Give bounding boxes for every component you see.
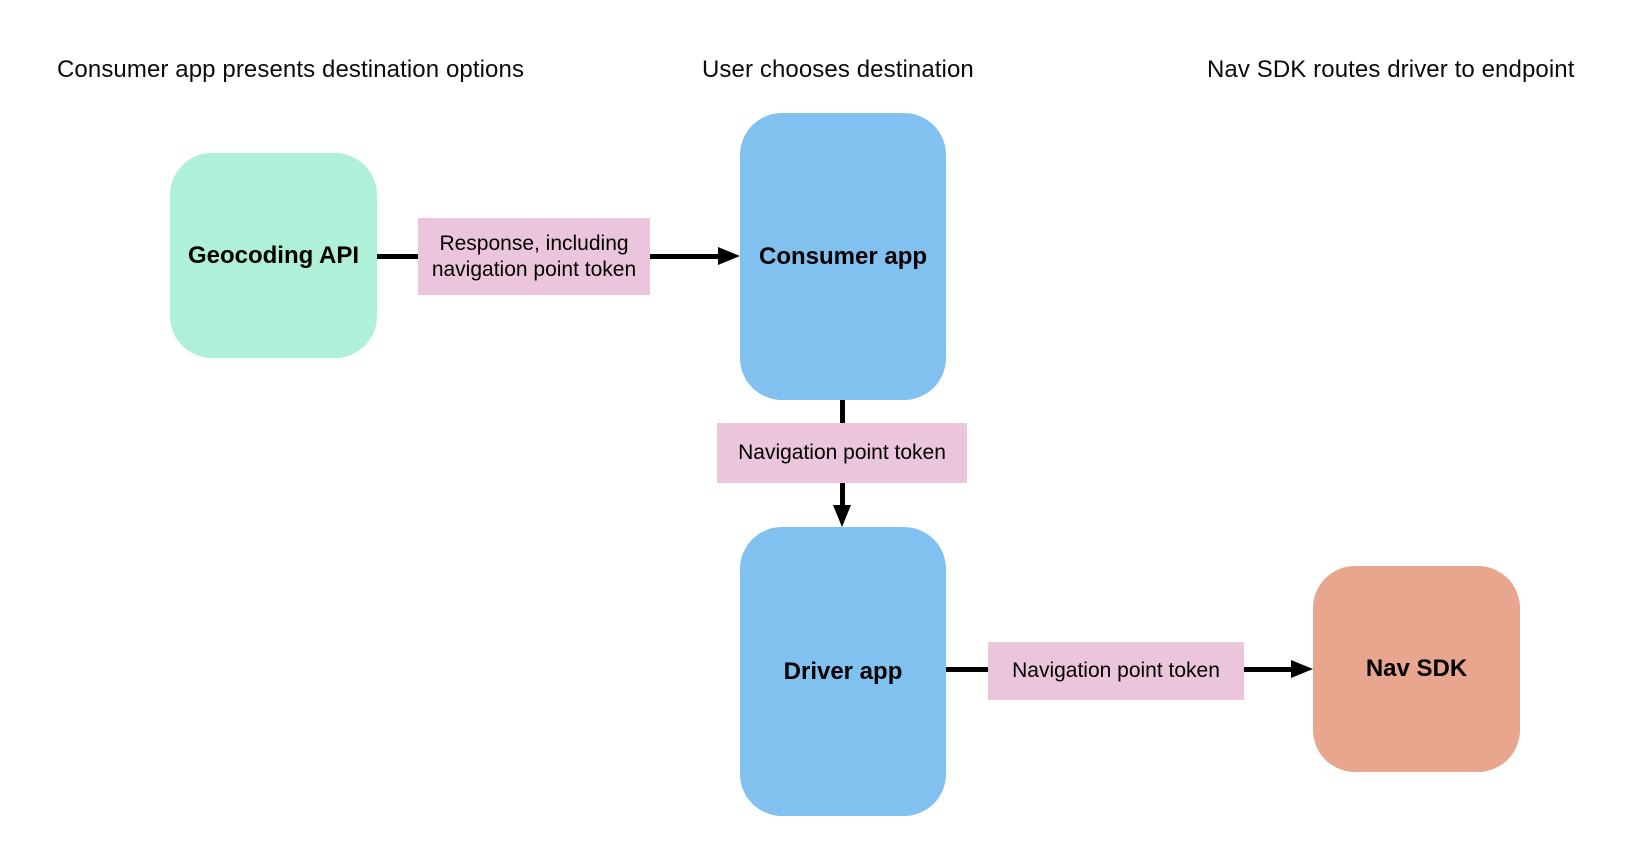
node-driver-app-label: Driver app xyxy=(783,657,903,685)
node-driver-app: Driver app xyxy=(740,527,946,816)
column-header-navsdk-routes: Nav SDK routes driver to endpoint xyxy=(1207,56,1575,83)
edge-label-response-including-token: Response, including navigation point tok… xyxy=(418,218,650,295)
column-header-consumer-presents: Consumer app presents destination option… xyxy=(57,56,525,83)
node-nav-sdk: Nav SDK xyxy=(1313,566,1520,772)
edge-label-navigation-point-token-2: Navigation point token xyxy=(988,642,1244,700)
node-consumer-app: Consumer app xyxy=(740,113,946,400)
arrowhead-right-geocoding-to-consumer xyxy=(718,247,740,265)
edge-label-navigation-point-token-1: Navigation point token xyxy=(717,423,967,483)
arrowhead-right-driver-to-navsdk xyxy=(1291,660,1313,678)
arrowhead-down-consumer-to-driver xyxy=(833,505,851,527)
node-consumer-app-label: Consumer app xyxy=(758,242,928,270)
node-nav-sdk-label: Nav SDK xyxy=(1365,655,1468,682)
node-geocoding-api: Geocoding API xyxy=(170,153,377,358)
column-header-user-chooses: User chooses destination xyxy=(702,56,974,83)
node-geocoding-api-label: Geocoding API xyxy=(187,241,360,269)
